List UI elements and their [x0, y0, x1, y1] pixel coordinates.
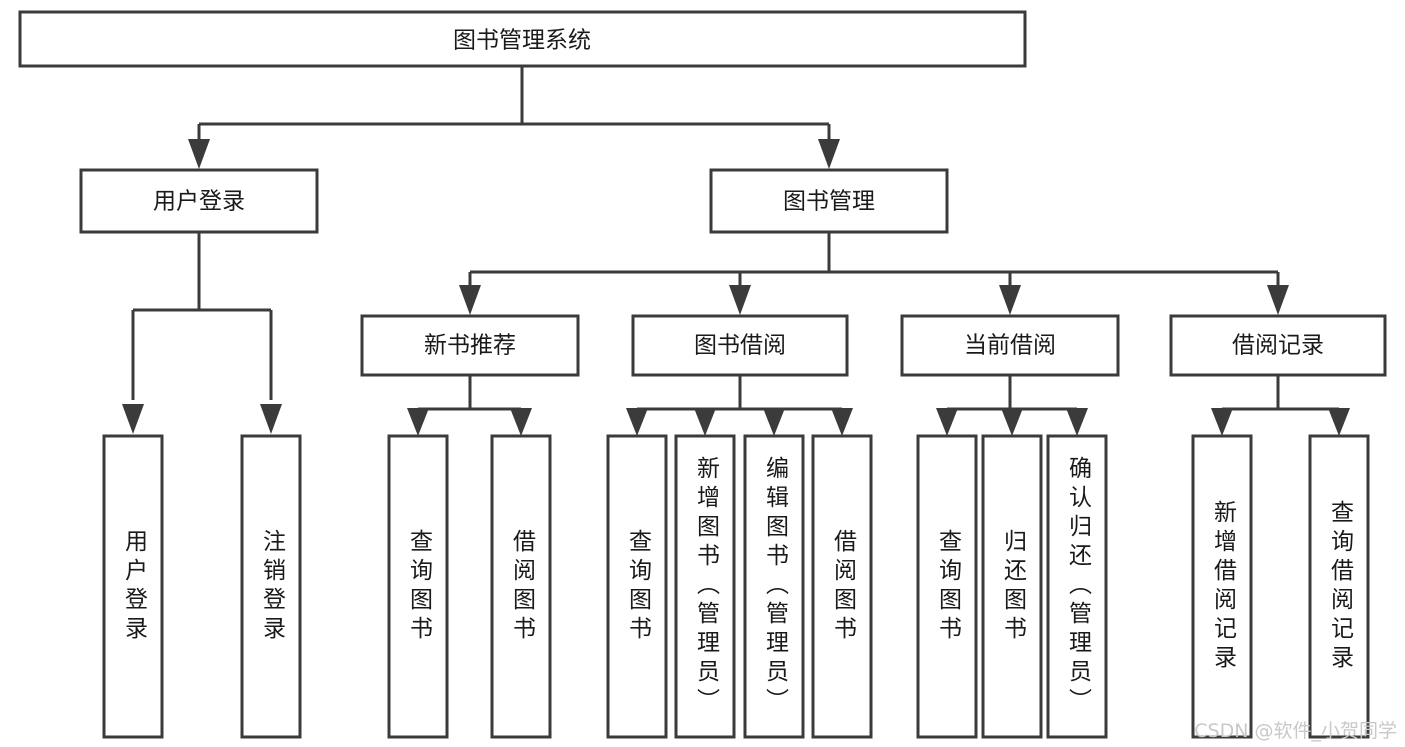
node-leaf-borrow-book-1-box[interactable] [490, 434, 552, 739]
node-book-borrow[interactable]: 图书借阅 [631, 314, 849, 377]
node-current-borrow-box[interactable] [900, 314, 1120, 377]
arrowhead-book-management [818, 139, 840, 169]
arrowhead-leaf-query-record [1328, 408, 1350, 436]
node-borrow-record-label: 借阅记录 [1232, 333, 1324, 359]
connector-group-current-borrow [936, 375, 1088, 436]
arrowhead-leaf-add-book [694, 408, 716, 436]
connector-group-new-book-recommend [407, 375, 532, 436]
arrowhead-new-book-recommend [459, 285, 481, 315]
arrowhead-current-borrow [999, 285, 1021, 315]
connector-group-book-management [459, 232, 1289, 315]
node-leaf-query-book-3-box[interactable] [916, 434, 978, 739]
node-root-box[interactable] [18, 10, 1027, 68]
arrowhead-user-login [188, 139, 210, 169]
node-new-book-recommend-box[interactable] [360, 314, 580, 377]
node-book-management-label: 图书管理 [783, 189, 875, 215]
arrowhead-leaf-user-logout [260, 404, 282, 434]
arrowhead-borrow-record [1267, 285, 1289, 315]
node-leaf-add-record-box[interactable] [1191, 434, 1253, 739]
arrowhead-leaf-add-record [1211, 408, 1233, 436]
node-leaf-return-book-box[interactable] [981, 434, 1043, 739]
arrowhead-leaf-edit-book [763, 408, 785, 436]
connector-group-borrow-record [1211, 375, 1350, 436]
node-user-login-box[interactable] [79, 168, 319, 234]
node-book-management[interactable]: 图书管理 [709, 168, 949, 234]
node-root[interactable]: 图书管理系统 [18, 10, 1027, 68]
arrowhead-leaf-borrow-book-1 [510, 408, 532, 436]
node-leaf-borrow-book-2-box[interactable] [811, 434, 873, 739]
node-borrow-record[interactable]: 借阅记录 [1169, 314, 1387, 377]
node-borrow-record-box[interactable] [1169, 314, 1387, 377]
node-book-management-box[interactable] [709, 168, 949, 234]
node-leaf-edit-book-box[interactable] [743, 434, 805, 739]
node-root-label: 图书管理系统 [453, 28, 591, 54]
node-current-borrow-label: 当前借阅 [964, 333, 1056, 359]
arrowhead-leaf-borrow-book-2 [831, 408, 853, 436]
leaf-boxes [102, 434, 1370, 739]
arrowhead-leaf-confirm-return [1066, 408, 1088, 436]
node-book-borrow-box[interactable] [631, 314, 849, 377]
arrowhead-leaf-query-book-3 [936, 408, 958, 436]
node-leaf-query-record-box[interactable] [1308, 434, 1370, 739]
connector-group-book-borrow [626, 375, 853, 436]
node-current-borrow[interactable]: 当前借阅 [900, 314, 1120, 377]
node-new-book-recommend[interactable]: 新书推荐 [360, 314, 580, 377]
connector-group-user-login [122, 232, 282, 434]
arrowhead-leaf-user-login [122, 404, 144, 434]
node-user-login[interactable]: 用户登录 [79, 168, 319, 234]
arrowhead-leaf-query-book-1 [407, 408, 429, 436]
node-leaf-user-login-box[interactable] [102, 434, 164, 739]
node-new-book-recommend-label: 新书推荐 [424, 333, 516, 359]
node-leaf-user-logout-box[interactable] [240, 434, 302, 739]
node-user-login-label: 用户登录 [153, 189, 245, 215]
arrowhead-leaf-query-book-2 [626, 408, 648, 436]
arrowhead-book-borrow [729, 285, 751, 315]
node-leaf-add-book-box[interactable] [674, 434, 736, 739]
node-leaf-confirm-return-box[interactable] [1046, 434, 1108, 739]
connector-group-root [188, 66, 840, 169]
arrowhead-leaf-return-book [1001, 408, 1023, 436]
node-leaf-query-book-2-box[interactable] [606, 434, 668, 739]
node-leaf-query-book-1-box[interactable] [387, 434, 449, 739]
node-book-borrow-label: 图书借阅 [694, 333, 786, 359]
